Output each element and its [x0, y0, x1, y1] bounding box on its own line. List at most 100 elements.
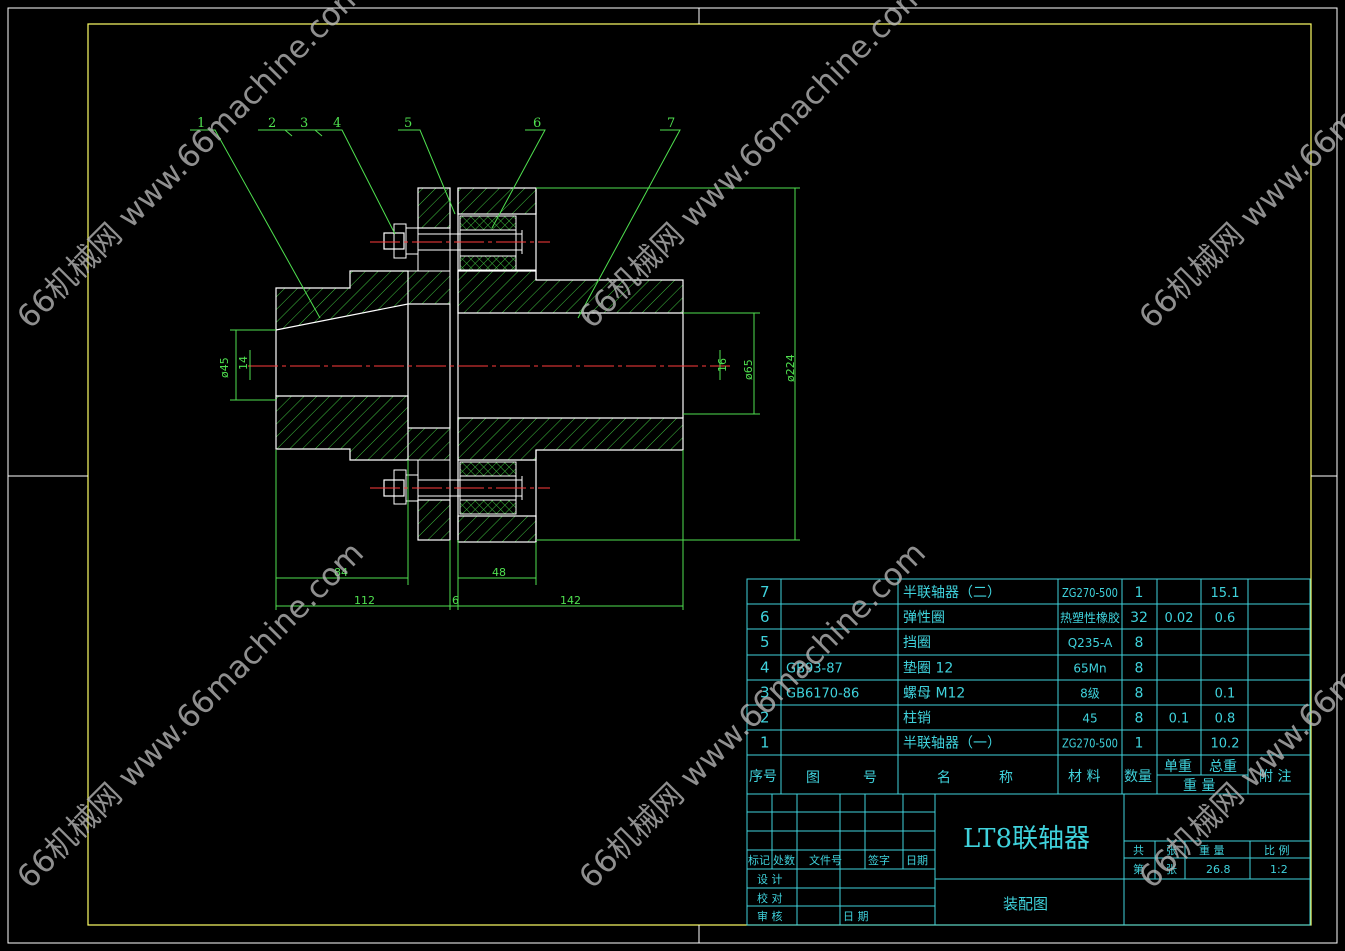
bom-cell-qty: 1 — [1135, 585, 1144, 601]
tb-total-weight: 26.8 — [1206, 863, 1231, 876]
dim-84: 84 — [334, 566, 348, 579]
bom-cell-material: 65Mn — [1073, 661, 1106, 675]
dim-112: 112 — [354, 594, 375, 607]
bom-cell-qty: 8 — [1135, 711, 1144, 727]
bom-cell-name: 螺母 M12 — [903, 685, 965, 701]
balloon-5: 5 — [404, 116, 412, 131]
bom-cell-material: ZG270-500 — [1062, 586, 1118, 600]
tb-count: 处数 — [773, 854, 795, 867]
bom-cell-unit-weight: 0.1 — [1169, 712, 1190, 727]
bom-cell-unit-weight: 0.02 — [1165, 611, 1194, 626]
hdr-name-1: 名 — [937, 770, 951, 786]
hdr-unit-weight: 单重 — [1164, 759, 1192, 775]
tb-sign: 签字 — [868, 853, 890, 867]
dim-6: 6 — [452, 594, 459, 607]
bom-cell-code: GB6170-86 — [786, 686, 859, 701]
tb-scale-label: 比 例 — [1264, 843, 1290, 857]
half-coupling-7 — [457, 187, 684, 543]
balloon-7: 7 — [667, 116, 675, 131]
bom-cell-material: ZG270-500 — [1062, 737, 1118, 751]
half-coupling-1 — [275, 187, 451, 541]
center-lines — [248, 241, 730, 489]
tb-date2: 日 期 — [843, 910, 869, 923]
watermark-3: 66机械网 www.66machine.com — [1132, 0, 1345, 336]
bom-cell-no: 1 — [760, 734, 770, 752]
hdr-note: 附 注 — [1259, 769, 1291, 785]
bom-cell-qty: 8 — [1135, 685, 1144, 701]
dim-16: 16 — [716, 358, 729, 372]
hdr-qty: 数量 — [1124, 769, 1152, 785]
balloon-4: 4 — [333, 116, 341, 131]
bom-cell-total-weight: 15.1 — [1211, 586, 1240, 601]
part-balloons: 1 2 3 4 5 6 7 — [197, 116, 675, 131]
title-block: 标记 处数 文件号 签字 日期 设 计 校 对 审 核 日 期 LT8联轴器 装… — [748, 824, 1290, 923]
bom-cell-material: 8级 — [1080, 686, 1100, 700]
bom-cell-name: 半联轴器（一） — [903, 736, 1001, 752]
drawing-subtitle: 装配图 — [1003, 895, 1048, 913]
hdr-weight: 重 量 — [1183, 778, 1215, 794]
hdr-no: 序号 — [749, 769, 777, 785]
bom-cell-qty: 8 — [1135, 660, 1144, 676]
watermark-4: 66机械网 www.66machine.com — [10, 535, 371, 896]
watermark-2: 66机械网 www.66machine.com — [572, 0, 933, 336]
elastic-rings — [459, 215, 517, 515]
bom-cell-no: 6 — [760, 608, 770, 626]
dimension-lines — [230, 187, 800, 610]
dim-d45: ø45 — [218, 357, 231, 378]
bom-cell-total-weight: 0.1 — [1215, 686, 1236, 701]
parts-list-table — [746, 578, 1311, 926]
balloon-1: 1 — [197, 116, 205, 131]
bom-cell-qty: 1 — [1135, 736, 1144, 752]
coupling-section-view — [190, 129, 800, 610]
bom-cell-qty: 32 — [1130, 610, 1148, 626]
dim-d224: ø224 — [784, 354, 797, 382]
tb-sheet-unit-2: 张 — [1166, 863, 1177, 876]
tb-scale: 1:2 — [1270, 863, 1288, 876]
bom-cell-code: GB93-87 — [786, 661, 843, 676]
tb-doc-no: 文件号 — [809, 853, 842, 867]
bom-cell-no: 4 — [760, 658, 770, 676]
bom-cell-no: 2 — [760, 709, 770, 727]
bom-cell-material: 45 — [1082, 712, 1097, 726]
drawing-frame — [7, 7, 1338, 944]
tb-check: 校 对 — [757, 891, 783, 905]
bom-cell-total-weight: 10.2 — [1211, 737, 1240, 752]
bom-cell-no: 3 — [760, 683, 770, 701]
drawing-title: LT8联轴器 — [963, 824, 1090, 854]
hdr-code-1: 图 — [806, 770, 820, 786]
hdr-total-weight: 总重 — [1209, 759, 1237, 775]
dim-48: 48 — [492, 566, 506, 579]
balloon-2: 2 — [268, 116, 276, 131]
tb-sheet-unit-1: 张 — [1166, 844, 1177, 857]
tb-design: 设 计 — [757, 873, 783, 886]
bom-cell-name: 弹性圈 — [903, 610, 945, 626]
bom-cell-total-weight: 0.6 — [1215, 611, 1236, 626]
balloon-6: 6 — [533, 116, 541, 131]
hdr-name-2: 称 — [999, 770, 1013, 786]
bom-cell-name: 垫圈 12 — [903, 660, 953, 676]
tb-approve: 审 核 — [757, 909, 783, 923]
watermark-1: 66机械网 www.66machine.com — [10, 0, 371, 336]
dimension-texts: ø45 14 16 ø65 ø224 84 48 112 6 142 — [218, 354, 797, 607]
tb-mark: 标记 — [748, 853, 770, 867]
tb-weight-label: 重 量 — [1199, 843, 1225, 857]
watermark-5: 66机械网 www.66machine.com — [572, 535, 933, 896]
hdr-code-2: 号 — [863, 770, 877, 786]
bom-cell-name: 柱销 — [903, 711, 931, 727]
bom-cell-name: 挡圈 — [903, 635, 931, 651]
dim-d65: ø65 — [742, 359, 755, 380]
hdr-material: 材 料 — [1068, 769, 1100, 785]
bom-cell-total-weight: 0.8 — [1215, 712, 1236, 727]
tb-date: 日期 — [906, 854, 928, 867]
balloon-3: 3 — [300, 116, 308, 131]
bom-cell-no: 5 — [760, 633, 770, 651]
dim-142: 142 — [560, 594, 581, 607]
bom-cell-qty: 8 — [1135, 635, 1144, 651]
leader-lines — [190, 129, 681, 319]
bom-headers: 序号 图 号 名 称 材 料 数量 单重 总重 重 量 附 注 — [749, 759, 1291, 794]
bom-cell-name: 半联轴器（二） — [903, 585, 1001, 601]
bom-cell-material: Q235-A — [1068, 636, 1113, 650]
bom-cell-no: 7 — [760, 583, 770, 601]
